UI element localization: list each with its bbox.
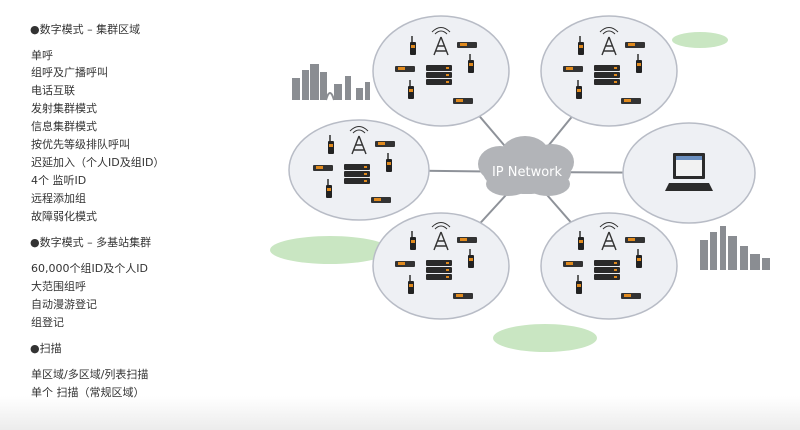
mobile-radio-icon (457, 237, 477, 243)
handheld-radio-icon (326, 179, 332, 198)
antenna-tower-icon (431, 27, 451, 56)
handheld-radio-icon (576, 275, 582, 294)
footer-band (0, 396, 800, 430)
building (310, 64, 319, 100)
building (740, 246, 748, 270)
building (325, 92, 335, 101)
building (320, 72, 327, 100)
mobile-radio-icon (625, 237, 645, 243)
mobile-radio-icon (453, 98, 473, 104)
section-heading: ●数字模式 – 集群区域 (30, 23, 141, 36)
building (345, 76, 351, 100)
site-bottom-left (372, 212, 510, 320)
handheld-radio-icon (578, 231, 584, 250)
feature-item: 发射集群模式 (31, 102, 97, 115)
building (762, 258, 770, 270)
building (750, 254, 760, 270)
handheld-radio-icon (410, 231, 416, 250)
hill (270, 236, 390, 264)
feature-item: 远程添加组 (31, 192, 86, 205)
antenna-tower-icon (599, 27, 619, 56)
repeater-rack-icon (594, 260, 620, 280)
section-heading: ●数字模式 – 多基站集群 (30, 236, 152, 249)
cloud-shape (478, 136, 574, 196)
feature-item: 单区域/多区域/列表扫描 (31, 368, 149, 381)
building (700, 240, 708, 270)
handheld-radio-icon (576, 80, 582, 99)
building (720, 226, 726, 270)
mobile-radio-icon (375, 141, 395, 147)
cloud-puff (486, 172, 530, 196)
handheld-radio-icon (386, 153, 392, 172)
ip-network-cloud: IP Network (478, 136, 574, 196)
antenna-tower-icon (349, 126, 369, 155)
mobile-radio-icon (313, 165, 333, 171)
mobile-radio-icon (395, 66, 415, 72)
feature-item: 4个 监听ID (31, 174, 87, 187)
ip-network-label: IP Network (492, 165, 563, 180)
cloud-puff (530, 144, 574, 180)
trunking-sites (288, 15, 678, 320)
feature-item: 自动漫游登记 (31, 298, 97, 311)
feature-item: 按优先等级排队呼叫 (31, 138, 130, 151)
feature-item: 信息集群模式 (31, 120, 97, 133)
handheld-radio-icon (468, 54, 474, 73)
site-top-right (540, 15, 678, 127)
repeater-rack-icon (426, 65, 452, 85)
handheld-radio-icon (468, 249, 474, 268)
repeater-rack-icon (426, 260, 452, 280)
feature-item: 故障弱化模式 (31, 210, 97, 223)
mobile-radio-icon (625, 42, 645, 48)
handheld-radio-icon (578, 36, 584, 55)
mobile-radio-icon (621, 293, 641, 299)
section-heading: ●扫描 (30, 342, 62, 355)
handheld-radio-icon (328, 135, 334, 154)
site-bottom-right (540, 212, 678, 320)
computer-monitor-icon (665, 153, 713, 191)
repeater-rack-icon (344, 164, 370, 184)
building (356, 88, 363, 100)
building (710, 232, 717, 270)
feature-item: 大范围组呼 (31, 280, 86, 293)
building (365, 82, 370, 100)
handheld-radio-icon (408, 275, 414, 294)
handheld-radio-icon (408, 80, 414, 99)
building (302, 70, 309, 100)
handheld-radio-icon (410, 36, 416, 55)
feature-item: 单个 扫描（常规区域） (31, 386, 145, 399)
hill (672, 32, 728, 48)
feature-item: 60,000个组ID及个人ID (31, 262, 148, 275)
site-middle-left (288, 119, 430, 221)
terminal-site (622, 122, 756, 224)
building (292, 78, 300, 100)
feature-item: 单呼 (31, 49, 53, 62)
site-top-left (372, 15, 510, 127)
mobile-radio-icon (371, 197, 391, 203)
mobile-radio-icon (453, 293, 473, 299)
dispatch-terminal (622, 122, 756, 224)
repeater-rack-icon (594, 65, 620, 85)
feature-item: 组登记 (31, 316, 64, 329)
feature-item: 迟延加入（个人ID及组ID） (31, 156, 165, 169)
mobile-radio-icon (563, 66, 583, 72)
mobile-radio-icon (621, 98, 641, 104)
antenna-tower-icon (599, 222, 619, 251)
building (728, 236, 737, 270)
handheld-radio-icon (636, 54, 642, 73)
city-skyline (292, 64, 370, 101)
mobile-radio-icon (457, 42, 477, 48)
building (334, 84, 342, 100)
feature-item: 组呼及广播呼叫 (31, 66, 108, 79)
hill (493, 324, 597, 352)
handheld-radio-icon (636, 249, 642, 268)
city-skyline (700, 226, 770, 270)
mobile-radio-icon (395, 261, 415, 267)
antenna-tower-icon (431, 222, 451, 251)
cloud-puff (526, 172, 570, 196)
mobile-radio-icon (563, 261, 583, 267)
feature-item: 电话互联 (31, 84, 75, 97)
